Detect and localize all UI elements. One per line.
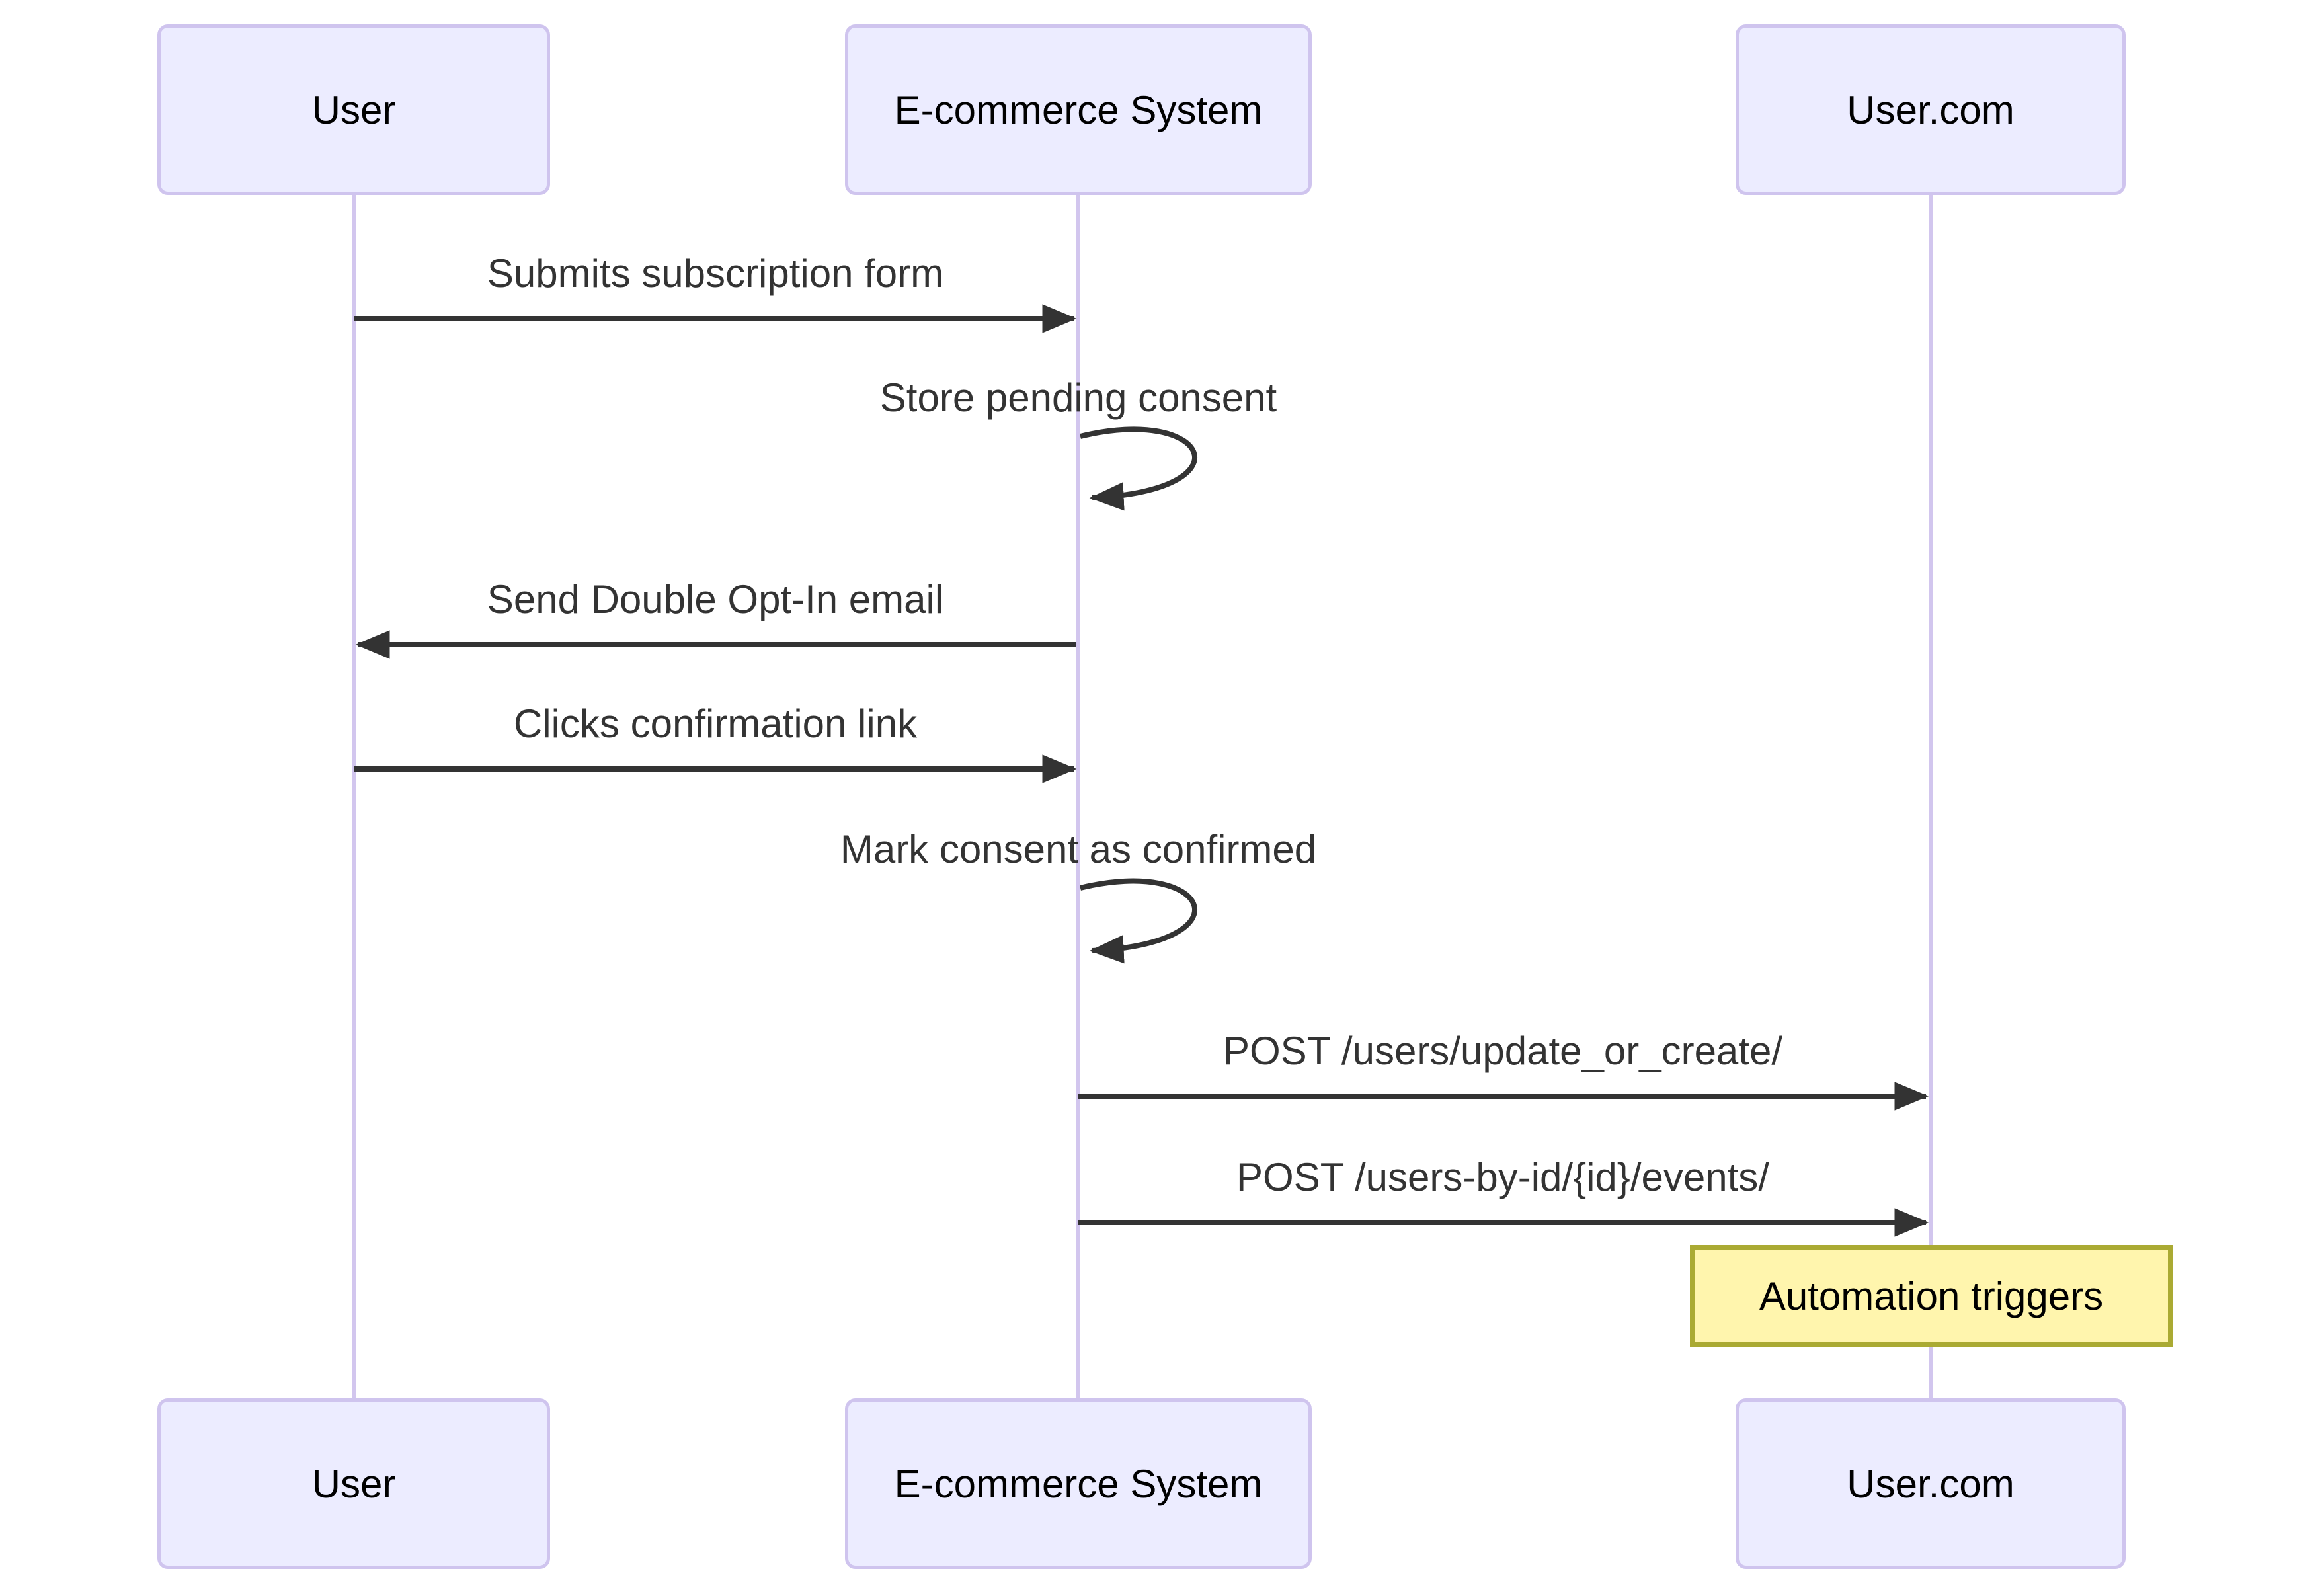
message-label-post-users-update-or-create: POST /users/update_or_create/ [1222,1029,1783,1073]
actor-top-user-com: User.com [1736,24,2126,195]
actor-bottom-user-label: User [311,1461,396,1506]
actor-bottom-user: User [157,1398,550,1569]
note-automation-triggers: Automation triggers [1690,1245,2173,1347]
actor-top-ecommerce-system: E-commerce System [845,24,1312,195]
actor-top-user-com-label: User.com [1847,87,2015,132]
lifeline-user [352,194,356,1400]
self-loop-store-pending-consent [1080,426,1197,511]
message-label-clicks-confirmation-link: Clicks confirmation link [513,701,918,746]
actor-bottom-user-com-label: User.com [1847,1461,2015,1506]
actor-top-user-label: User [311,87,396,132]
message-label-post-users-by-id-events: POST /users-by-id/{id}/events/ [1236,1155,1769,1199]
self-loop-mark-consent-as-confirmed [1080,878,1197,964]
message-label-mark-consent-as-confirmed: Mark consent as confirmed [840,827,1317,871]
message-label-submits-subscription-form: Submits subscription form [487,251,944,296]
actor-bottom-ecommerce-system-label: E-commerce System [894,1461,1263,1506]
actor-top-user: User [157,24,550,195]
note-label: Automation triggers [1759,1273,2104,1318]
message-label-store-pending-consent: Store pending consent [879,376,1277,420]
actor-bottom-ecommerce-system: E-commerce System [845,1398,1312,1569]
lifeline-usercom [1929,194,1933,1400]
actor-top-ecommerce-system-label: E-commerce System [894,87,1263,132]
message-label-send-double-opt-in-email: Send Double Opt-In email [487,577,944,621]
lifeline-ecommerce [1076,194,1080,1400]
actor-bottom-user-com: User.com [1736,1398,2126,1569]
